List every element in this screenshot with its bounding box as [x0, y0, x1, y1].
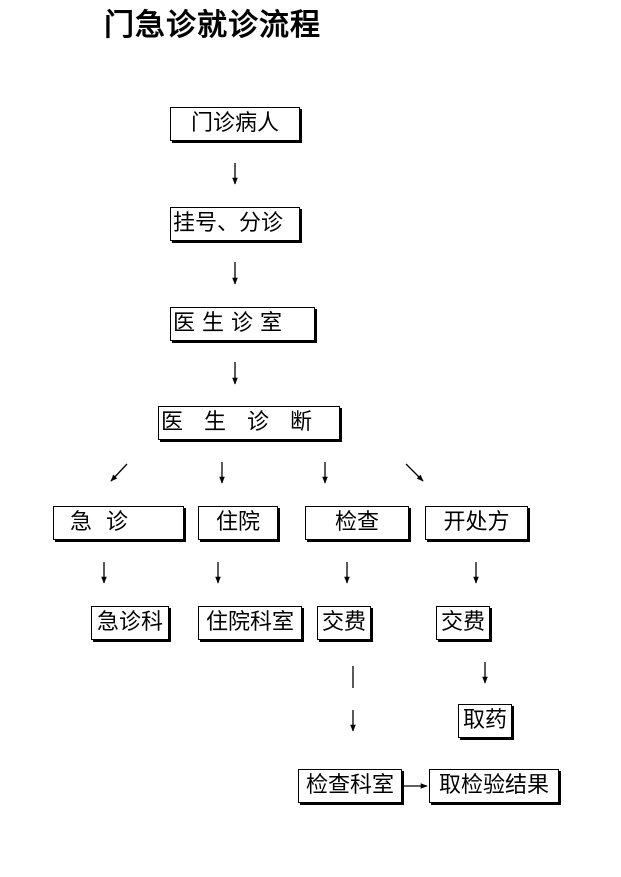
node-examination: 检查	[305, 506, 409, 540]
arrow-diagnosis-emergency	[110, 463, 128, 482]
page-title: 门急诊就诊流程	[104, 8, 321, 43]
node-get-medicine: 取药	[458, 704, 512, 738]
node-prescription: 开处方	[425, 506, 528, 540]
node-inpatient-dept: 住院科室	[198, 606, 302, 640]
node-exam-dept: 检查科室	[298, 769, 402, 803]
node-registration: 挂号、分诊	[170, 207, 300, 241]
node-diagnosis: 医 生 诊 断	[158, 406, 340, 440]
node-inpatient: 住院	[198, 506, 278, 540]
node-rx-payment: 交费	[436, 606, 490, 640]
node-exam-payment: 交费	[317, 606, 371, 640]
node-emergency: 急 诊	[53, 506, 184, 540]
node-clinic-room: 医 生 诊 室	[170, 307, 315, 341]
arrow-diagnosis-prescription	[405, 463, 424, 482]
node-get-results: 取检验结果	[429, 769, 559, 803]
node-outpatient: 门诊病人	[170, 107, 300, 141]
node-emergency-dept: 急诊科	[91, 606, 169, 640]
